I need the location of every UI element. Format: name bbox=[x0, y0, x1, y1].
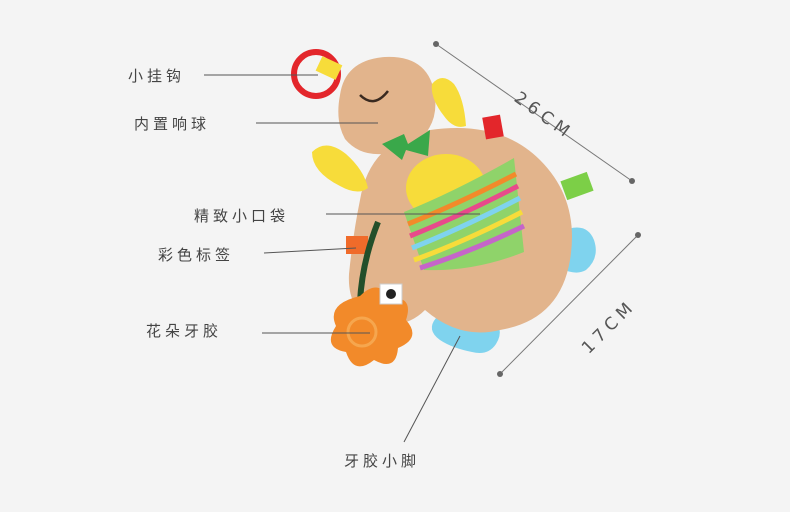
teether-strap bbox=[357, 220, 381, 303]
leader-feet bbox=[403, 335, 461, 443]
leaf-top-right bbox=[431, 78, 466, 127]
label-pocket: 精致小口袋 bbox=[194, 207, 290, 225]
tag-orange bbox=[346, 236, 368, 254]
smile-line bbox=[359, 90, 389, 103]
leaf-left bbox=[312, 145, 368, 192]
dimension-line-width bbox=[433, 41, 635, 184]
label-hook: 小挂钩 bbox=[128, 67, 186, 85]
dimension-line-height bbox=[497, 232, 641, 377]
tag-red bbox=[482, 114, 504, 140]
tag-green bbox=[560, 171, 594, 201]
flower-teether bbox=[330, 287, 413, 367]
bow-tie bbox=[382, 130, 430, 160]
label-rattle: 内置响球 bbox=[134, 115, 211, 133]
label-tags: 彩色标签 bbox=[158, 246, 235, 264]
plush-head bbox=[338, 56, 436, 155]
flower-center-ring bbox=[346, 316, 378, 348]
label-teether-feet: 牙胶小脚 bbox=[344, 452, 421, 470]
panda-icon bbox=[386, 289, 396, 299]
leader-tags bbox=[263, 247, 357, 254]
hook-strap bbox=[315, 56, 343, 80]
label-flower-teether: 花朵牙胶 bbox=[146, 322, 223, 340]
